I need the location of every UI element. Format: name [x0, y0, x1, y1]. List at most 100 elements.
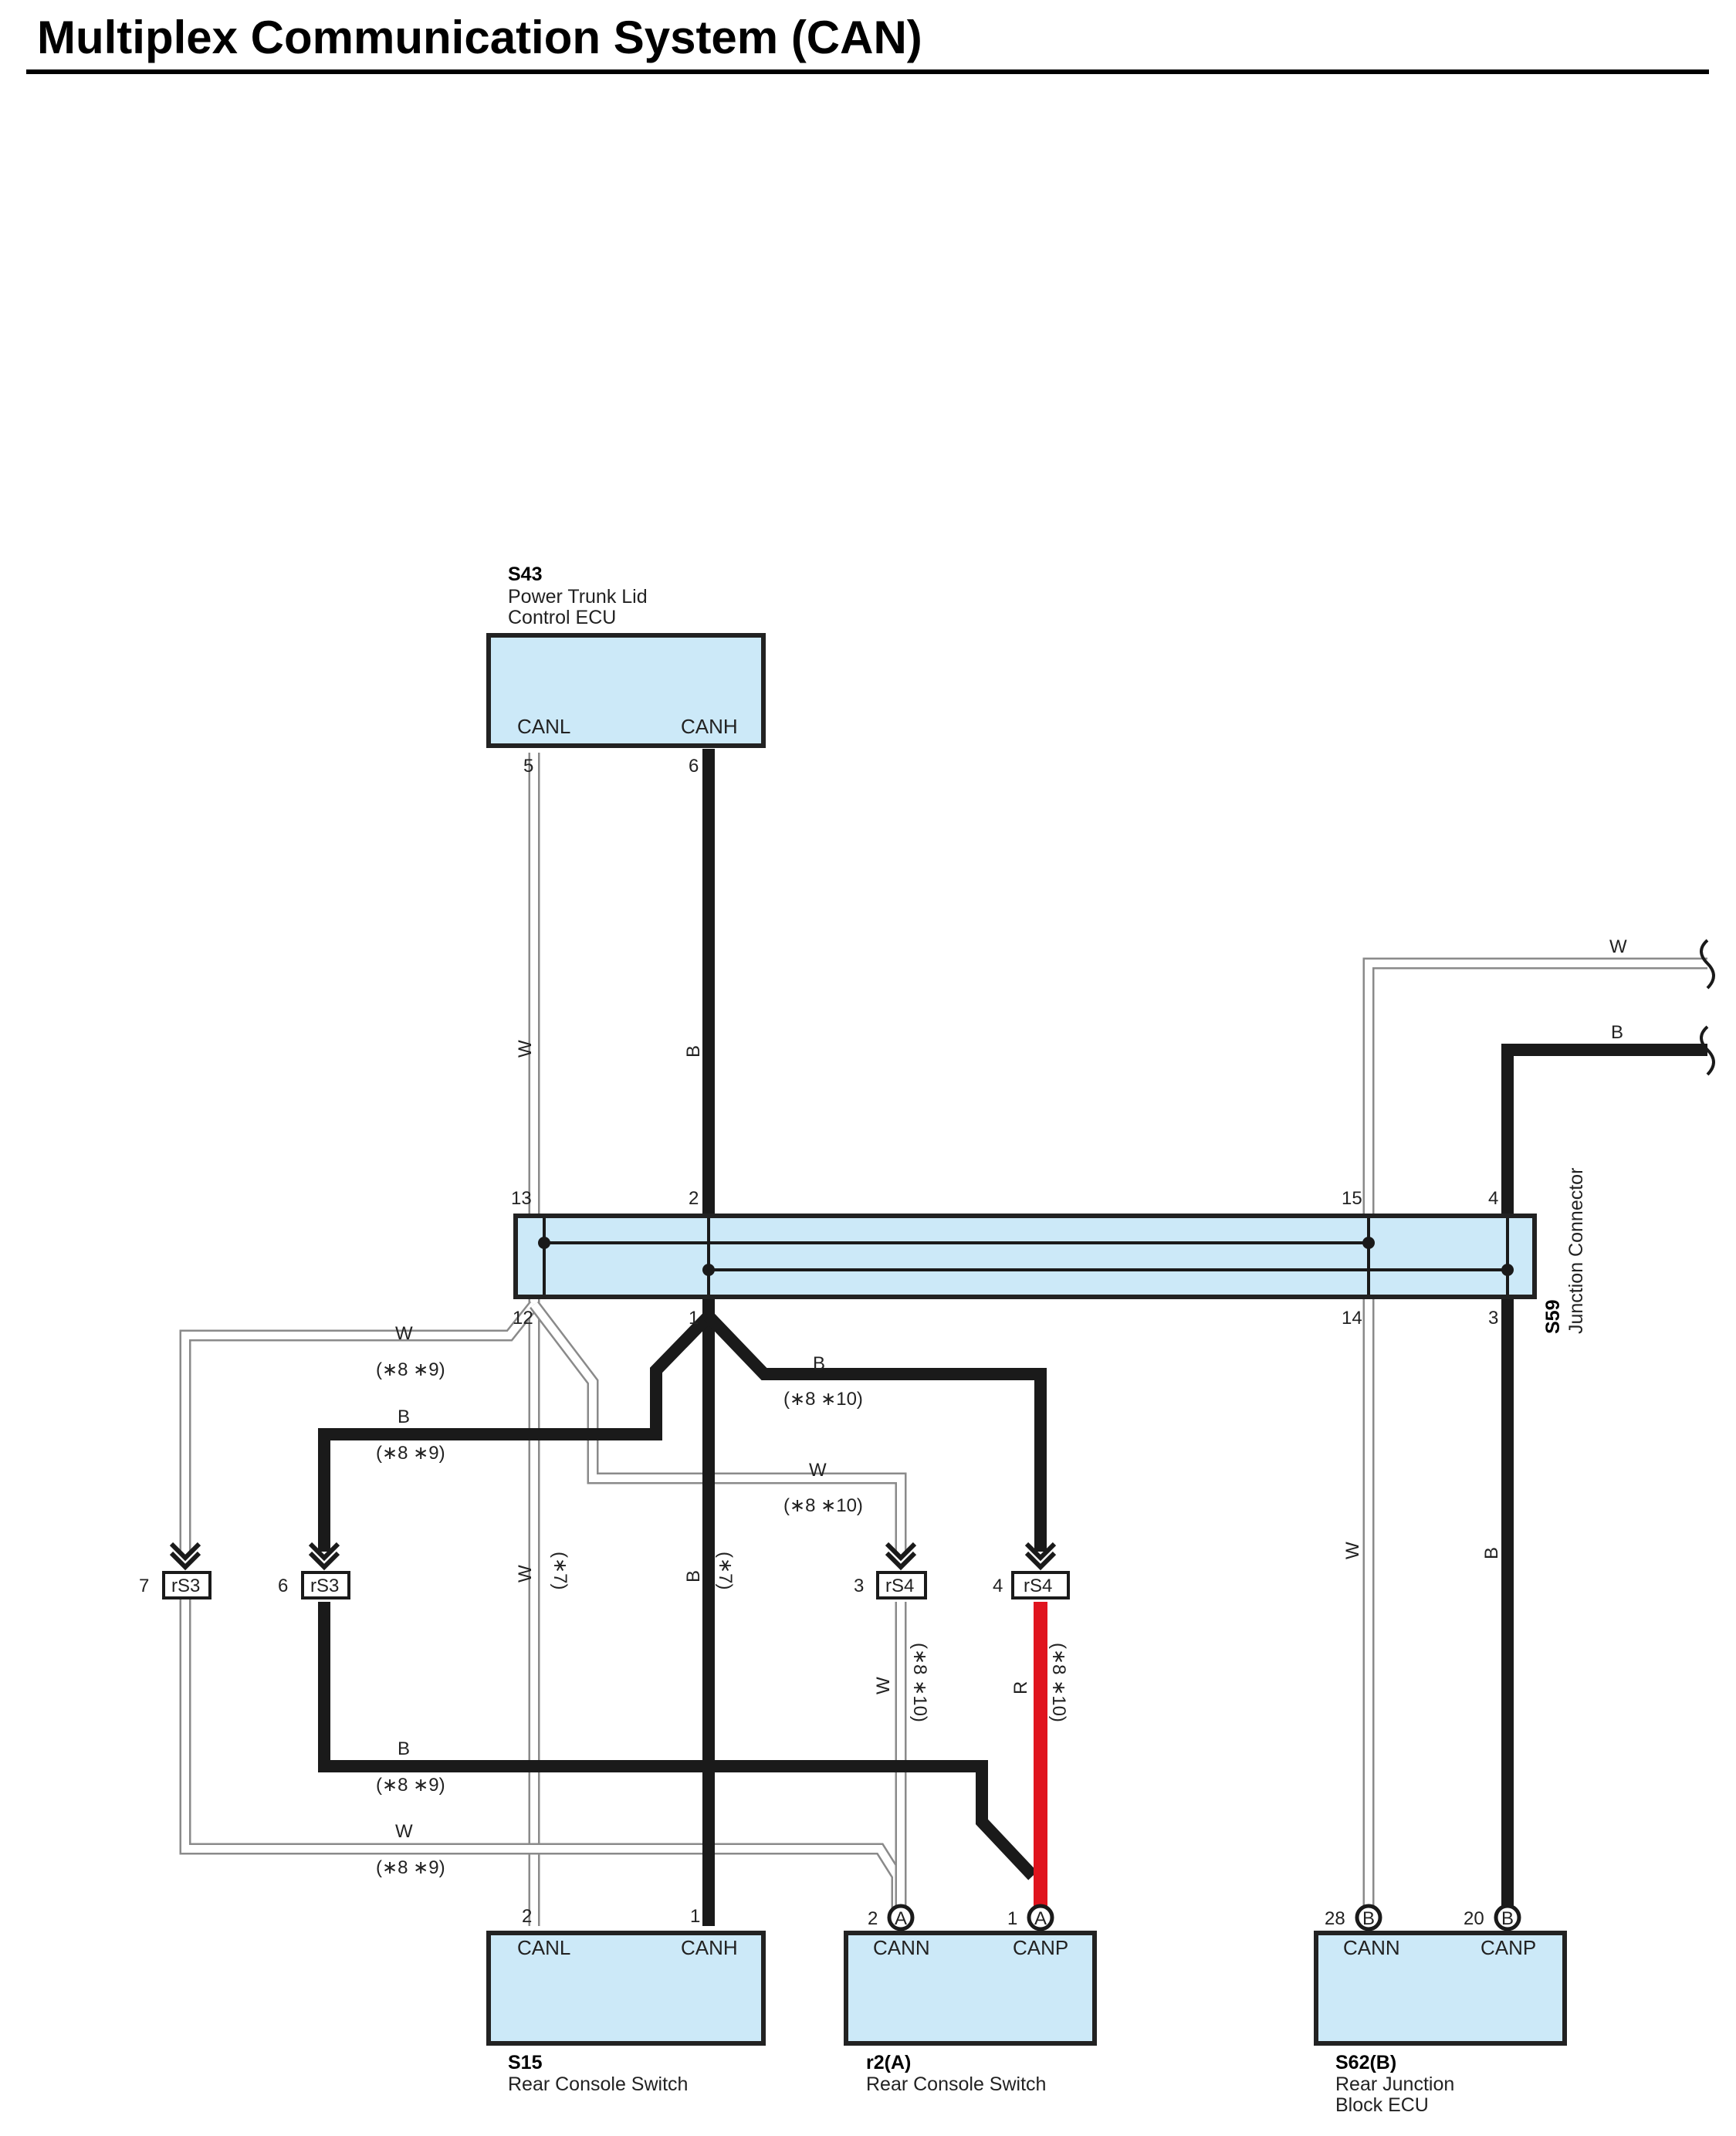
connector-rs3-6-pin: 6 [278, 1576, 288, 1596]
wire-b-s59-to-rs4-4 [704, 1312, 1047, 1552]
ecu-s15-pin-2: 2 [522, 1906, 532, 1927]
ecu-r2a-pin-2: 2 [868, 1908, 878, 1929]
cond-b-s15: (∗7) [715, 1552, 736, 1589]
junction-pin-2: 2 [689, 1188, 699, 1209]
wire-w-s59-to-rs4-3 [530, 1301, 907, 1552]
label-w-rs3-7-bottom: W [395, 1821, 413, 1842]
label-b-s62b: B [1481, 1547, 1502, 1559]
ecu-s62b-badge-right-text: B [1501, 1908, 1514, 1929]
ecu-s62b-name-2: Block ECU [1335, 2094, 1429, 2116]
ecu-s62b-badge-right [1494, 1904, 1521, 1931]
label-w-r2a: W [873, 1677, 894, 1694]
label-w-s15: W [515, 1565, 536, 1583]
wire-b-s59-to-rs3-6 [318, 1312, 713, 1552]
ecu-s62b: B B 28 20 CANN CANP S62(B) Rear Junction… [1314, 1904, 1567, 2116]
label-w-rs4-3: W [809, 1460, 827, 1481]
cond-rs3-6-top: (∗8 ∗9) [376, 1443, 445, 1464]
ecu-r2a-badge-right-text: A [1034, 1908, 1047, 1929]
ecu-s62b-badge-left-text: B [1362, 1908, 1375, 1929]
junction-s59-box [513, 1214, 1537, 1299]
connector-rs3-7-id: rS3 [171, 1576, 200, 1596]
ecu-s15-box [486, 1931, 766, 2046]
junction-pin-15: 15 [1342, 1188, 1362, 1209]
label-b-rs3-6-bottom: B [398, 1738, 410, 1759]
ecu-r2a-box [844, 1931, 1097, 2046]
ecu-s62b-pin-28: 28 [1325, 1908, 1345, 1929]
junction-s59: 13 2 15 4 12 1 14 3 S59 Junction Connect… [511, 1168, 1587, 1334]
cond-rs3-7-top: (∗8 ∗9) [376, 1359, 445, 1380]
cond-r-r2a: (∗8 ∗10) [1048, 1643, 1069, 1722]
junction-pin-12: 12 [513, 1308, 533, 1329]
label-b-offpage: B [1611, 1022, 1623, 1043]
ecu-s43-box [486, 633, 766, 748]
ecu-s62b-code: S62(B) [1335, 2052, 1396, 2073]
ecu-s15-canh-label: CANH [681, 1936, 738, 1959]
label-w-offpage: W [1609, 936, 1627, 957]
ecu-r2a-cann-label: CANN [873, 1936, 930, 1959]
junction-pin-4: 4 [1488, 1188, 1498, 1209]
ecu-r2a-code: r2(A) [866, 2052, 911, 2073]
connector-rs3-7-pin: 7 [139, 1576, 149, 1596]
label-b-rs3-6-top: B [398, 1407, 410, 1427]
connector-rs4-3: rS4 3 [854, 1542, 927, 1599]
connector-rs4-4-pin: 4 [993, 1576, 1003, 1596]
wire-w-rs3-7-to-r2a [179, 1598, 903, 1908]
ecu-s43-code: S43 [508, 564, 542, 585]
junction-pin-1: 1 [689, 1308, 699, 1329]
ecu-r2a-canp-label: CANP [1013, 1936, 1068, 1959]
label-b-rs4-4: B [813, 1353, 825, 1374]
wire-b-s59-to-offpage [1501, 1044, 1707, 1216]
wire-break-mark-white [1700, 939, 1715, 990]
ecu-s15-pin-1: 1 [690, 1906, 700, 1927]
label-w-s43: W [515, 1040, 536, 1058]
label-w-s62b: W [1342, 1542, 1363, 1559]
ecu-s43-name-2: Control ECU [508, 607, 616, 628]
ecu-s43-pin-5: 5 [523, 756, 533, 777]
ecu-s62b-box [1314, 1931, 1567, 2046]
cond-w-r2a: (∗8 ∗10) [909, 1643, 930, 1722]
wire-w-s59-to-offpage [1362, 957, 1707, 1216]
junction-s59-name: Junction Connector [1565, 1168, 1587, 1334]
ecu-s43-pin-6: 6 [689, 756, 699, 777]
cond-rs4-4: (∗8 ∗10) [783, 1389, 863, 1410]
label-b-s43: B [683, 1045, 704, 1058]
page-title: Multiplex Communication System (CAN) [37, 12, 922, 63]
ecu-r2a-badge-left [887, 1904, 915, 1931]
ecu-s43-name-1: Power Trunk Lid [508, 586, 648, 608]
ecu-r2a-badge-left-text: A [895, 1908, 907, 1929]
connector-rs4-3-id: rS4 [885, 1576, 914, 1596]
ecu-s15-name: Rear Console Switch [508, 2073, 688, 2095]
wire-b-rs3-6-to-r2a [318, 1602, 1037, 1880]
label-b-s15: B [683, 1570, 704, 1583]
ecu-s62b-name-1: Rear Junction [1335, 2073, 1454, 2095]
junction-s59-code: S59 [1542, 1300, 1564, 1334]
ecu-r2a: A A 2 1 CANN CANP r2(A) Rear Console Swi… [844, 1904, 1097, 2095]
ecu-s43: S43 Power Trunk Lid Control ECU CANL CAN… [486, 564, 766, 777]
ecu-s62b-badge-left [1355, 1904, 1382, 1931]
cond-rs3-7-bottom: (∗8 ∗9) [376, 1857, 445, 1878]
ecu-r2a-name: Rear Console Switch [866, 2073, 1046, 2095]
ecu-s62b-cann-label: CANN [1343, 1936, 1400, 1959]
connector-rs3-6: rS3 6 [278, 1542, 350, 1599]
ecu-r2a-badge-right [1027, 1904, 1054, 1931]
connector-rs3-7: rS3 7 [139, 1542, 212, 1599]
cond-rs4-3: (∗8 ∗10) [783, 1495, 863, 1516]
ecu-s43-canh-label: CANH [681, 715, 738, 738]
ecu-s62b-pin-20: 20 [1464, 1908, 1484, 1929]
ecu-s62b-canp-label: CANP [1481, 1936, 1536, 1959]
ecu-r2a-pin-1: 1 [1007, 1908, 1017, 1929]
wire-break-mark-black [1700, 1025, 1715, 1076]
ecu-s15-canl-label: CANL [517, 1936, 570, 1959]
connector-rs4-4: rS4 4 [993, 1542, 1070, 1599]
junction-pin-3: 3 [1488, 1308, 1498, 1329]
black-wires [318, 749, 1707, 1926]
ecu-s15: CANL CANH 2 1 S15 Rear Console Switch [486, 1906, 766, 2095]
connector-rs3-6-id: rS3 [310, 1576, 339, 1596]
ecu-s15-code: S15 [508, 2052, 543, 2073]
wire-w-s59-to-rs3-7 [179, 1301, 539, 1552]
white-wires [179, 753, 1707, 1926]
cond-rs3-6-bottom: (∗8 ∗9) [376, 1775, 445, 1796]
label-r-r2a: R [1010, 1681, 1031, 1694]
title-rule [26, 69, 1709, 74]
